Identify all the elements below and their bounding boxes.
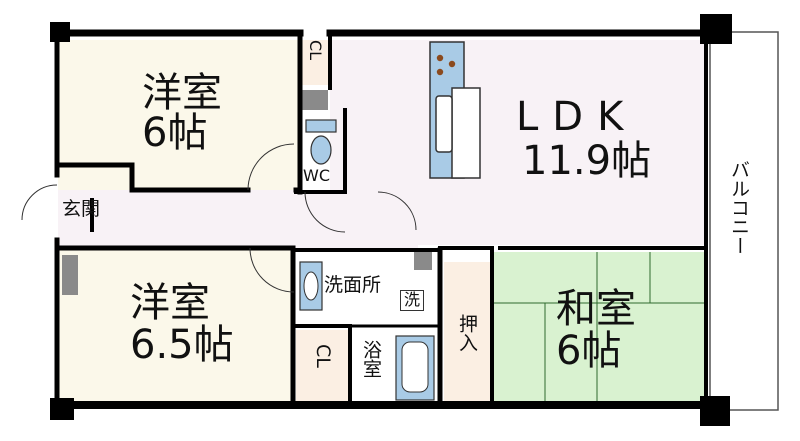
gray-pillars [62, 90, 432, 295]
entrance-label: 玄関 [62, 198, 101, 220]
bathtub-icon [395, 335, 435, 401]
japanese-room-floor [493, 252, 705, 406]
kitchen-island [451, 87, 481, 179]
western-room-2-size: 6.5帖 [130, 322, 234, 368]
hallway-floor [58, 190, 418, 248]
western-room-1-size: 6帖 [142, 110, 208, 156]
toilet-label: WC [303, 166, 330, 185]
walls [54, 29, 712, 409]
closet-bottom-floor [296, 330, 348, 406]
oshiire-floor [444, 262, 492, 406]
balcony-label: バルコニー [727, 160, 750, 255]
western-room-1-floor [58, 40, 300, 200]
ldk-label: LDK [516, 94, 638, 140]
japanese-room-label: 和室 [556, 286, 636, 332]
washroom-label: 洗面所 [324, 274, 382, 296]
western-room-1-label: 洋室 [142, 70, 222, 116]
japanese-room-size: 6帖 [556, 328, 622, 374]
ldk-size: 11.9帖 [522, 138, 652, 184]
western-room-2-floor [58, 248, 293, 406]
toilet-icon [305, 119, 337, 165]
balcony-floor [709, 31, 779, 411]
washbasin-icon [299, 261, 323, 311]
door-swings [21, 143, 417, 293]
closet-bottom-label: CL [311, 344, 334, 368]
closet-top-label: CL [305, 40, 325, 61]
western-room-2-label: 洋室 [130, 280, 210, 326]
washer-label: 洗 [400, 290, 425, 311]
tatami-lines [493, 252, 705, 406]
closet-top-floor [300, 40, 330, 85]
corner-pillars [50, 14, 732, 426]
bath-label: 浴室 [359, 340, 382, 378]
oshiire-label: 押入 [455, 314, 478, 352]
stove-burners-icon [436, 54, 456, 76]
kitchen-sink [435, 95, 453, 153]
